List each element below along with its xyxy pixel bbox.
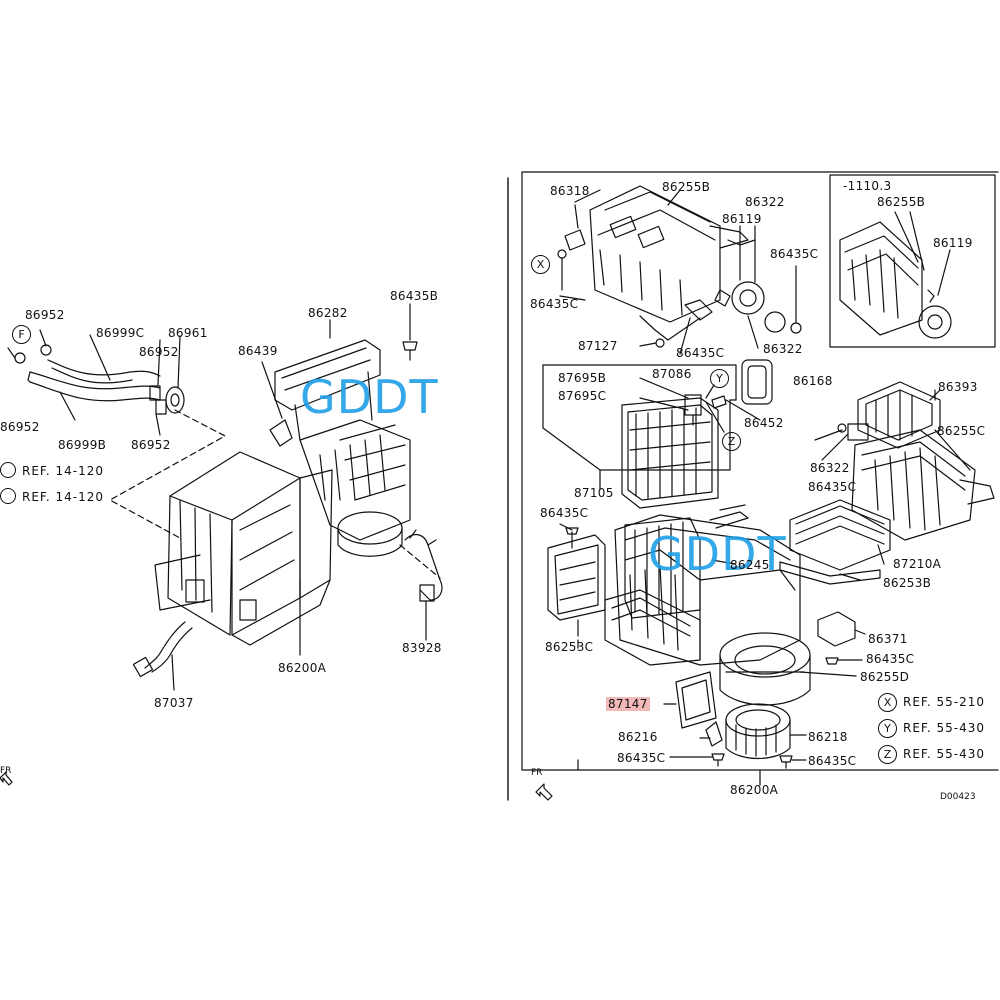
diagram-code: D00423	[940, 792, 976, 802]
part-label-86435b: 86435B	[390, 289, 439, 303]
part-label-87210a: 87210A	[893, 557, 942, 571]
part-label-87105: 87105	[574, 486, 614, 500]
right-lower-housing-drawing	[547, 189, 995, 769]
right-upper-housing-drawing	[557, 185, 802, 349]
part-label-87086: 87086	[652, 367, 692, 381]
part-label-86245: 86245	[730, 558, 770, 572]
part-label-86253c: 86253C	[545, 640, 594, 654]
part-label-86253b: 86253B	[883, 576, 932, 590]
part-label-86255c: 86255C	[937, 424, 986, 438]
part-label-86952: 86952	[0, 420, 40, 434]
part-label-86318: 86318	[550, 184, 590, 198]
reference-note: REF. 14-120	[0, 462, 104, 478]
part-label-86200a: 86200A	[278, 661, 327, 675]
part-label-86255d: 86255D	[860, 670, 910, 684]
part-label-86452: 86452	[744, 416, 784, 430]
right-inset-drawing	[839, 211, 952, 339]
inset-title: -1110.3	[843, 179, 892, 193]
part-label-86435c: 86435C	[866, 652, 915, 666]
front-direction-label: FR	[531, 768, 543, 778]
part-label-86218: 86218	[808, 730, 848, 744]
part-label-86216: 86216	[618, 730, 658, 744]
callout-x: X	[531, 255, 550, 274]
inset-part-label-86119: 86119	[933, 236, 973, 250]
part-label-86393: 86393	[938, 380, 978, 394]
left-fr-arrow-drawing	[0, 771, 13, 786]
part-label-86435c: 86435C	[530, 297, 579, 311]
part-label-86435c: 86435C	[808, 480, 857, 494]
part-label-86435c: 86435C	[540, 506, 589, 520]
part-label-86961: 86961	[168, 326, 208, 340]
part-label-87147-highlighted: 87147	[606, 697, 650, 711]
part-label-86282: 86282	[308, 306, 348, 320]
highlighted-part-number: 87147	[606, 697, 650, 711]
reference-note: REF. 14-120	[0, 488, 104, 504]
part-label-86952: 86952	[139, 345, 179, 359]
part-label-86435c: 86435C	[808, 754, 857, 768]
right-evaporator-drawing	[621, 359, 773, 509]
part-label-86999b: 86999B	[58, 438, 107, 452]
part-label-86435c: 86435C	[770, 247, 819, 261]
callout-z: Z	[722, 432, 741, 451]
part-label-86200a: 86200A	[730, 783, 779, 797]
callout-x: X	[878, 693, 897, 712]
part-label-86119: 86119	[722, 212, 762, 226]
front-direction-label: FR	[0, 766, 12, 776]
inset-part-label-86255b: 86255B	[877, 195, 926, 209]
part-label-87695b: 87695B	[558, 371, 607, 385]
right-main-frame	[521, 171, 999, 786]
callout-z: Z	[878, 745, 897, 764]
part-label-86322: 86322	[810, 461, 850, 475]
part-label-86322: 86322	[745, 195, 785, 209]
part-label-86168: 86168	[793, 374, 833, 388]
part-label-86999c: 86999C	[96, 326, 145, 340]
part-label-87127: 87127	[578, 339, 618, 353]
left-hoses-drawing	[7, 329, 185, 436]
reference-z: REF. 55-430	[903, 747, 986, 761]
part-label-87037: 87037	[154, 696, 194, 710]
part-label-86435c: 86435C	[617, 751, 666, 765]
left-heater-unit-drawing	[109, 303, 443, 691]
part-label-86952: 86952	[25, 308, 65, 322]
callout-y: Y	[710, 369, 729, 388]
part-label-86255b: 86255B	[662, 180, 711, 194]
part-label-86371: 86371	[868, 632, 908, 646]
part-label-86952: 86952	[131, 438, 171, 452]
reference-x: REF. 55-210	[903, 695, 986, 709]
reference-text: REF. 14-120	[22, 490, 105, 504]
callout-f: F	[12, 325, 31, 344]
watermark-left: GDDT	[300, 370, 439, 424]
watermark-right: GDDT	[648, 527, 787, 581]
part-label-86435c: 86435C	[676, 346, 725, 360]
reference-text: REF. 14-120	[22, 464, 105, 478]
reference-y: REF. 55-430	[903, 721, 986, 735]
part-label-87695c: 87695C	[558, 389, 607, 403]
callout-y: Y	[878, 719, 897, 738]
right-fr-arrow-drawing	[535, 783, 553, 801]
part-label-86439: 86439	[238, 344, 278, 358]
part-label-86322: 86322	[763, 342, 803, 356]
part-label-83928: 83928	[402, 641, 442, 655]
